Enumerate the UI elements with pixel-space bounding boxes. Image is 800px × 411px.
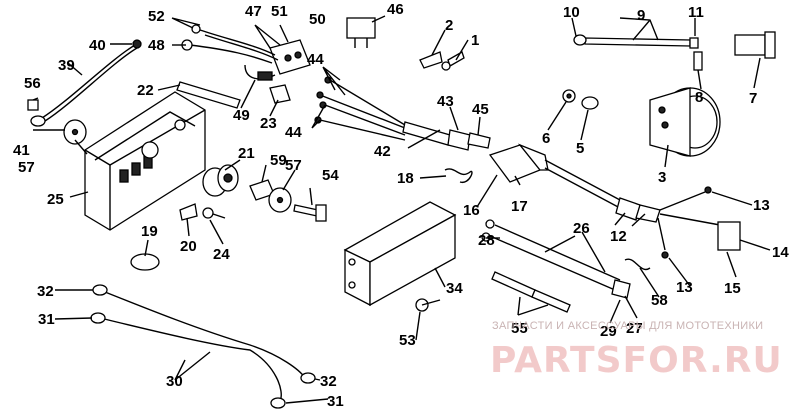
part-21-grommet bbox=[202, 164, 239, 197]
part-3-gauge bbox=[649, 87, 721, 157]
label-51: 51 bbox=[271, 3, 288, 20]
label-31-left: 31 bbox=[38, 311, 55, 328]
label-46: 46 bbox=[387, 1, 404, 18]
label-10: 10 bbox=[563, 4, 580, 21]
label-27: 27 bbox=[626, 320, 643, 337]
label-44-top: 44 bbox=[307, 51, 324, 68]
label-45: 45 bbox=[472, 101, 489, 118]
part-25-housing bbox=[84, 91, 206, 231]
label-49: 49 bbox=[233, 107, 250, 124]
part-26-wire bbox=[481, 219, 631, 299]
label-28: 28 bbox=[478, 232, 495, 249]
watermark: ЗАПЧАСТИ И АКСЕССУАРЫ ДЛЯ МОТОТЕХНИКИ PA… bbox=[490, 320, 783, 381]
part-8-screw bbox=[693, 51, 703, 71]
label-24: 24 bbox=[213, 246, 230, 263]
label-26: 26 bbox=[573, 220, 590, 237]
label-32-left: 32 bbox=[37, 283, 54, 300]
part-labels: 1 2 3 5 6 7 8 9 10 11 12 13 13 14 15 16 … bbox=[13, 1, 789, 410]
label-52: 52 bbox=[148, 8, 165, 25]
label-41: 41 bbox=[13, 142, 30, 159]
label-5: 5 bbox=[576, 140, 584, 157]
label-12: 12 bbox=[610, 228, 627, 245]
part-42-harness bbox=[314, 76, 491, 151]
part-5-bulb bbox=[581, 96, 599, 110]
label-22: 22 bbox=[137, 82, 154, 99]
part-22-rod bbox=[176, 81, 241, 109]
part-58-clip bbox=[624, 258, 651, 271]
label-14: 14 bbox=[772, 244, 789, 261]
label-11: 11 bbox=[688, 4, 704, 21]
label-19: 19 bbox=[141, 223, 158, 240]
label-15: 15 bbox=[724, 280, 741, 297]
label-53: 53 bbox=[399, 332, 416, 349]
part-1-screw bbox=[441, 51, 465, 71]
label-25: 25 bbox=[47, 191, 64, 208]
part-23-sleeve bbox=[269, 84, 291, 104]
part-50-connector bbox=[181, 24, 311, 81]
part-9-lead bbox=[573, 34, 699, 49]
part-6-nut bbox=[562, 89, 576, 103]
part-19-clamp bbox=[130, 253, 160, 271]
part-57-washer-right bbox=[268, 187, 292, 213]
label-57-right: 57 bbox=[285, 157, 302, 174]
label-9: 9 bbox=[637, 7, 645, 24]
label-32-right: 32 bbox=[320, 373, 337, 390]
part-34-module bbox=[343, 201, 457, 307]
watermark-tagline: ЗАПЧАСТИ И АКСЕССУАРЫ ДЛЯ МОТОТЕХНИКИ bbox=[492, 320, 763, 332]
part-20-clip bbox=[179, 203, 198, 221]
label-40: 40 bbox=[89, 37, 106, 54]
part-53-screw bbox=[415, 298, 441, 312]
label-18: 18 bbox=[397, 170, 414, 187]
part-7-socket bbox=[734, 31, 776, 59]
leader-lines bbox=[32, 15, 771, 404]
part-18-clip bbox=[444, 168, 473, 183]
part-24-screw bbox=[202, 207, 226, 219]
label-42: 42 bbox=[374, 143, 391, 160]
label-31-right: 31 bbox=[327, 393, 344, 410]
label-48: 48 bbox=[148, 37, 165, 54]
label-8: 8 bbox=[695, 89, 703, 106]
label-44-bottom: 44 bbox=[285, 124, 302, 141]
part-56-nut bbox=[27, 99, 39, 111]
part-46-relay bbox=[346, 17, 376, 48]
label-55: 55 bbox=[511, 320, 528, 337]
part-39-wire bbox=[30, 39, 142, 127]
label-54: 54 bbox=[322, 167, 339, 184]
label-1: 1 bbox=[471, 32, 479, 49]
label-21: 21 bbox=[238, 145, 255, 162]
label-13-bottom: 13 bbox=[676, 279, 693, 296]
label-20: 20 bbox=[180, 238, 197, 255]
part-17-plug bbox=[488, 143, 741, 259]
label-13-top: 13 bbox=[753, 197, 770, 214]
label-39: 39 bbox=[58, 57, 75, 74]
label-7: 7 bbox=[749, 90, 757, 107]
label-30: 30 bbox=[166, 373, 183, 390]
label-2: 2 bbox=[445, 17, 453, 34]
label-23: 23 bbox=[260, 115, 277, 132]
label-56: 56 bbox=[24, 75, 41, 92]
part-2-clip bbox=[419, 51, 443, 69]
label-29: 29 bbox=[600, 323, 617, 340]
label-59: 59 bbox=[270, 152, 287, 169]
label-47: 47 bbox=[245, 3, 262, 20]
label-3: 3 bbox=[658, 169, 666, 186]
label-43: 43 bbox=[437, 93, 454, 110]
part-55-sleeves bbox=[491, 271, 571, 313]
label-58: 58 bbox=[651, 292, 668, 309]
label-34: 34 bbox=[446, 280, 463, 297]
label-6: 6 bbox=[542, 130, 550, 147]
label-16: 16 bbox=[463, 202, 480, 219]
label-57-left: 57 bbox=[18, 159, 35, 176]
part-30-cable bbox=[90, 284, 316, 409]
watermark-brand: PARTSFOR.RU bbox=[490, 340, 783, 381]
part-54-bolt bbox=[293, 204, 327, 222]
label-17: 17 bbox=[511, 198, 528, 215]
part-57-washer-left bbox=[63, 119, 87, 145]
label-50: 50 bbox=[309, 11, 326, 28]
